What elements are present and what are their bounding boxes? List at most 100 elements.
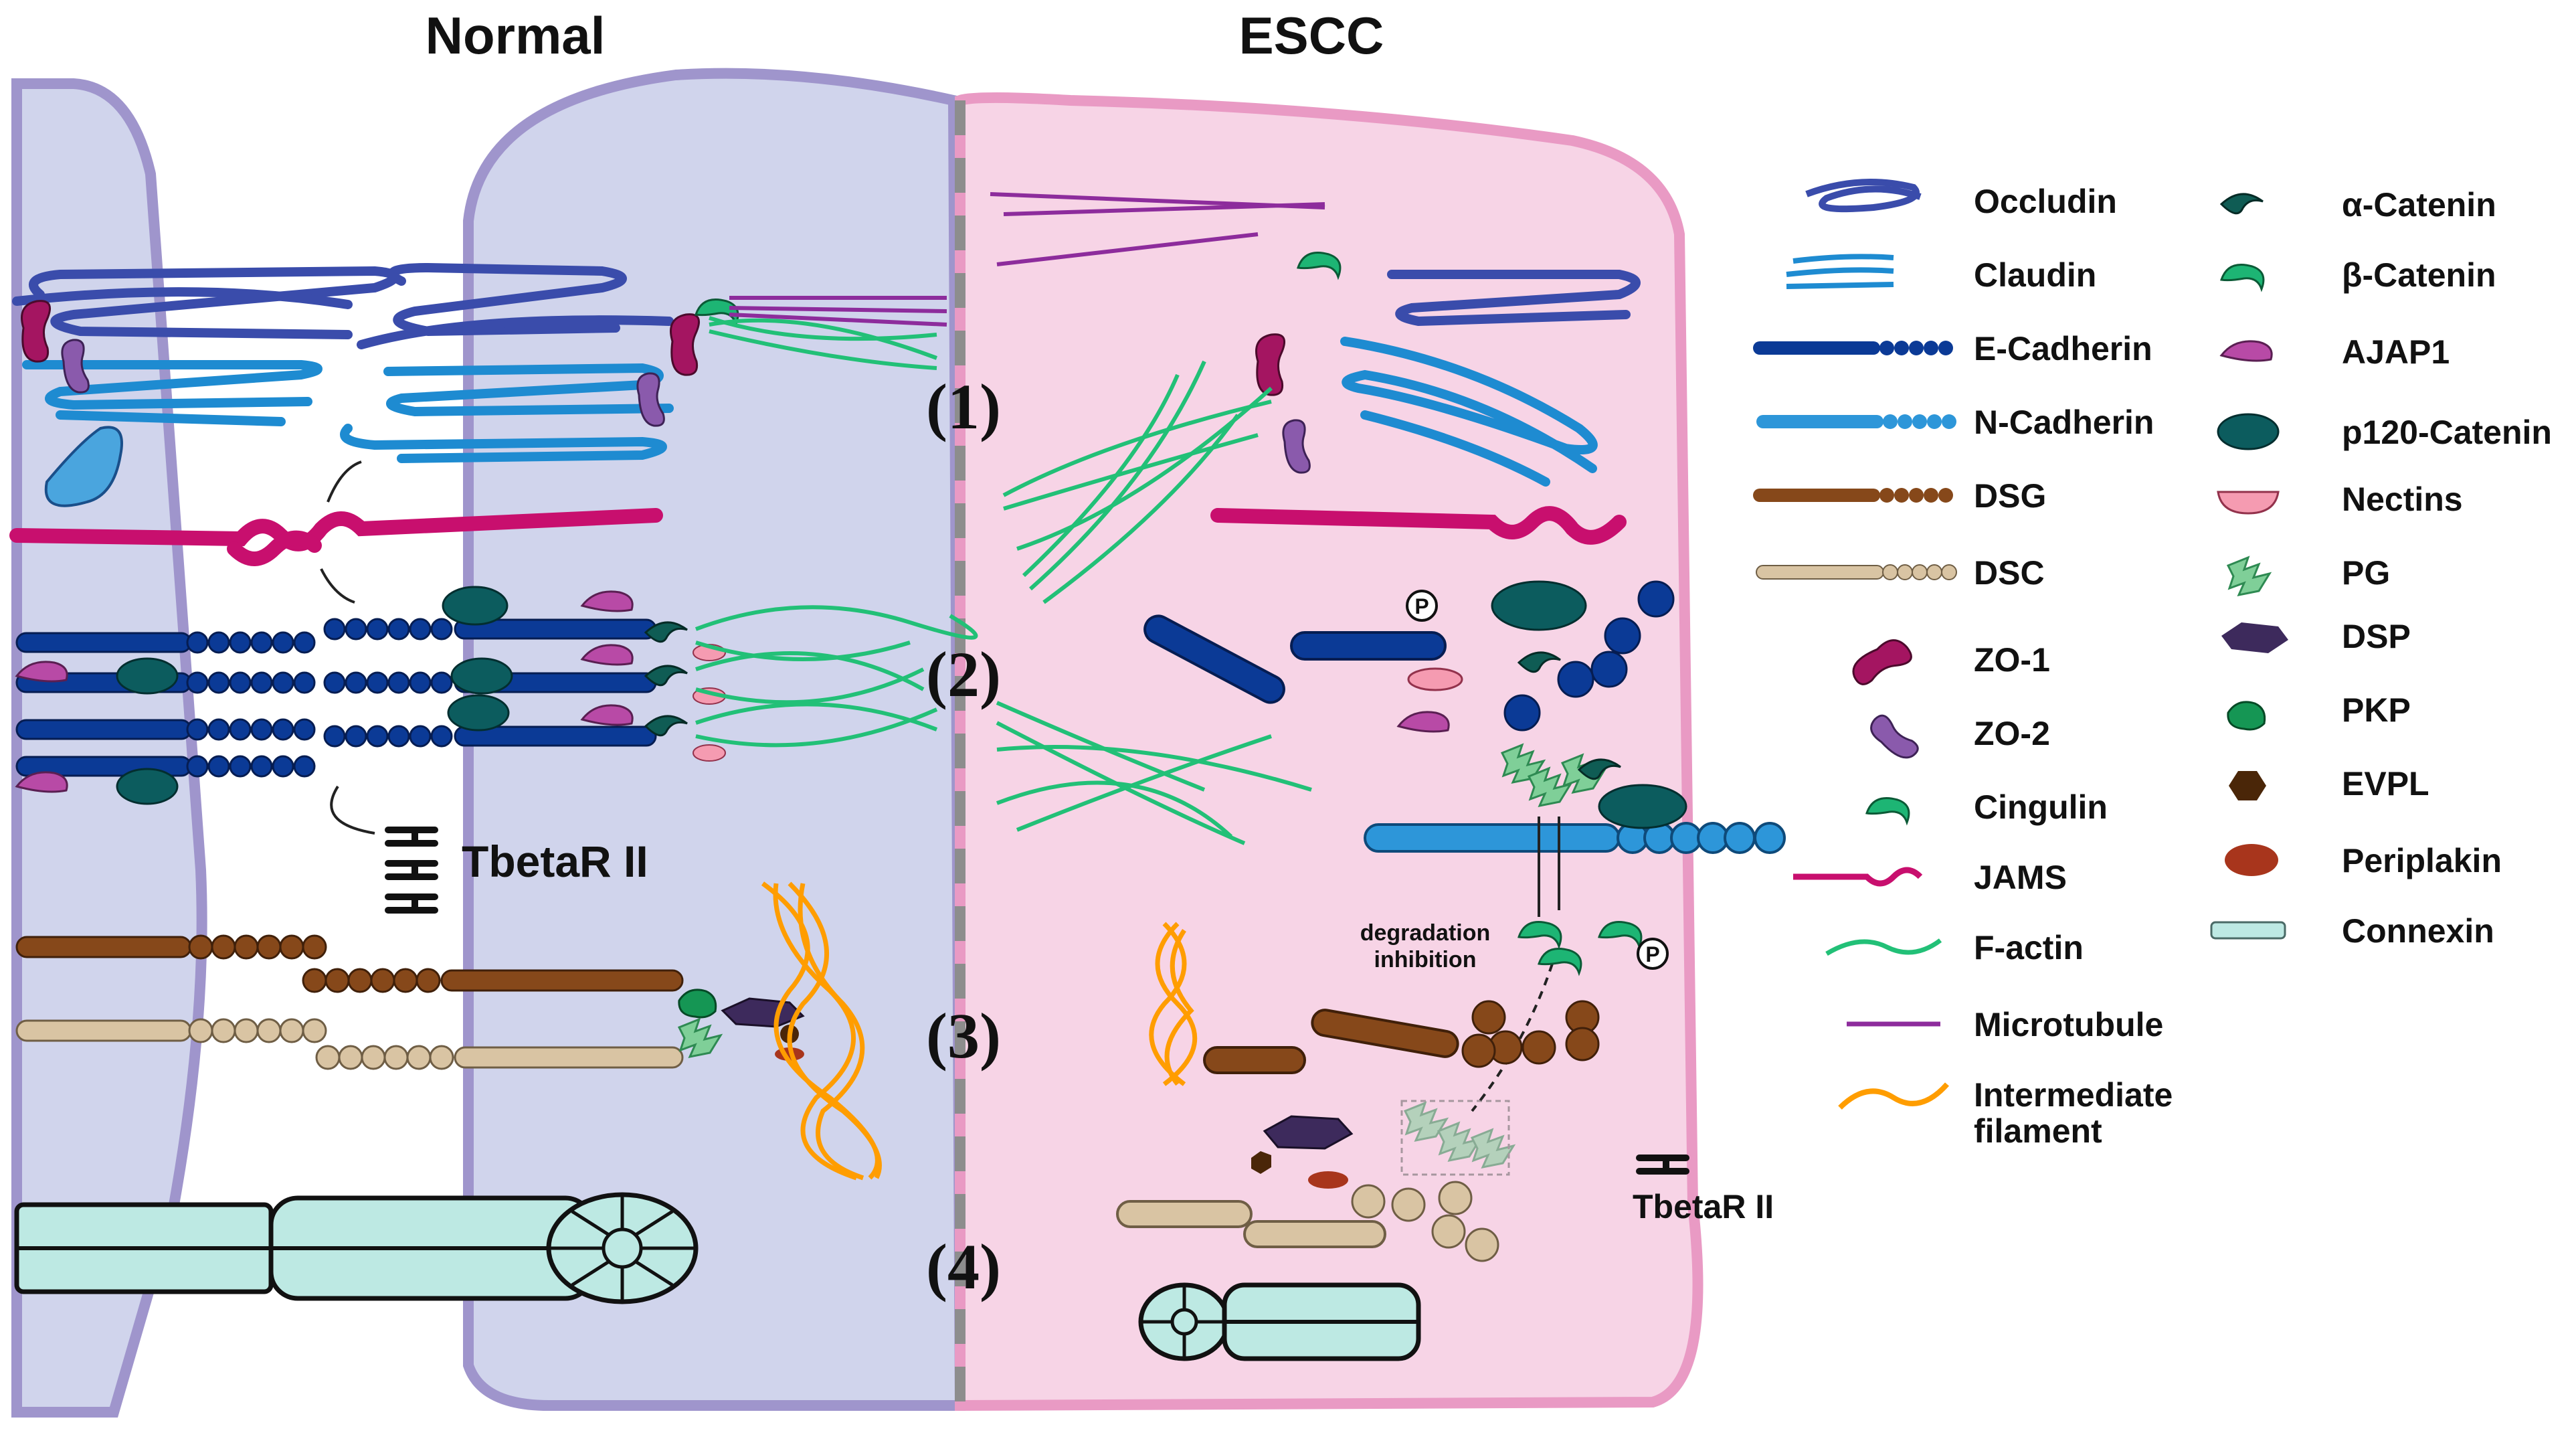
legend-label: ZO-1	[1974, 641, 2050, 679]
periplakin-protein	[1308, 1171, 1348, 1189]
jams-protein	[227, 530, 322, 566]
e-cadherin-bead	[207, 718, 230, 741]
dsc-bead	[211, 1018, 236, 1043]
legend-label: DSP	[2342, 618, 2411, 655]
e-cadherin-bead	[323, 671, 346, 694]
dsg-bead	[279, 934, 304, 960]
e-cadherin-bead	[207, 755, 230, 778]
dsg-bead	[393, 968, 418, 993]
dsc-fragment	[1116, 1200, 1253, 1228]
dsc-bead	[429, 1045, 454, 1070]
dsc-bead	[338, 1045, 363, 1070]
claudin-blob	[44, 426, 123, 507]
normal-adherens-proteins	[15, 586, 978, 805]
dsg-fragment	[1203, 1046, 1306, 1074]
intermediate-filament-bundle	[761, 881, 882, 1181]
occludin-strand	[357, 315, 674, 349]
dsg-bead	[302, 934, 327, 960]
phospho-label: P	[1414, 594, 1429, 618]
claudin-strand	[383, 363, 674, 417]
legend-label: β-Catenin	[2342, 256, 2496, 294]
tbetar2-label-normal: TbetaR II	[462, 837, 648, 886]
tbetar2-receptor-escc	[1636, 1155, 1689, 1175]
occludin-strand	[12, 287, 353, 309]
e-cadherin-bead	[345, 725, 367, 748]
e-cadherin-bead	[430, 671, 453, 694]
e-cadherin-bead	[250, 671, 273, 694]
legend-label: N-Cadherin	[1974, 404, 2154, 441]
e-cadherin-bead	[387, 725, 410, 748]
dsc-beads	[1351, 1181, 1499, 1262]
e-cadherin-bead	[409, 671, 432, 694]
legend-label: Cingulin	[1974, 788, 2108, 826]
pkp-protein	[678, 989, 717, 1019]
e-cadherin-bead	[229, 631, 252, 654]
n-cadherin-protein	[1364, 823, 1621, 853]
claudin-strand	[56, 410, 286, 426]
legend-label: PG	[2342, 554, 2390, 592]
p120-catenin	[116, 768, 179, 805]
dsg-bead	[211, 934, 236, 960]
legend-label: p120-Catenin	[2342, 414, 2552, 451]
dsg-bead	[347, 968, 373, 993]
e-cadherin-bead	[250, 631, 273, 654]
tbetar2-label-escc: TbetaR II	[1633, 1188, 1774, 1225]
f-actin-bundle	[695, 605, 978, 748]
escc-gap-junction	[1138, 1282, 1421, 1361]
legend-label: AJAP1	[2342, 333, 2450, 371]
legend: OccludinClaudinE-CadherinN-CadherinDSGDS…	[1753, 179, 2552, 1150]
phospho-marker	[1406, 590, 1438, 622]
phospho-label: P	[1645, 942, 1659, 966]
normal-tight-junction	[12, 262, 947, 507]
e-cadherin-bead	[323, 725, 346, 748]
dsg-fragment	[1311, 1009, 1459, 1058]
microtubule-bundle	[990, 192, 1325, 266]
dsg-bead	[370, 968, 395, 993]
title-normal: Normal	[426, 6, 606, 65]
e-cadherin-bead	[272, 755, 294, 778]
p120-catenin	[116, 657, 179, 695]
stage-marker-3: (3)	[926, 1000, 1001, 1072]
e-cadherin-fragment	[1143, 614, 1285, 704]
legend-label: Nectins	[2342, 481, 2463, 518]
e-cadherin-bead	[345, 671, 367, 694]
dsg-bead	[416, 968, 441, 993]
claudin-strand	[1360, 410, 1550, 487]
dsg-bead	[302, 968, 327, 993]
f-actin-bundle	[1002, 360, 1273, 604]
e-cadherin-bead	[323, 618, 346, 640]
e-cadherin-protein	[15, 719, 192, 740]
escc-adherens-junction: P	[996, 580, 1786, 1112]
e-cadherin-bead	[229, 755, 252, 778]
dsc-bead	[279, 1018, 304, 1043]
legend-label: E-Cadherin	[1974, 330, 2152, 367]
legend-label: Periplakin	[2342, 842, 2502, 879]
dsg-bead	[256, 934, 282, 960]
p120-catenin	[450, 657, 513, 695]
legend-label: EVPL	[2342, 765, 2429, 802]
dsc-bead	[406, 1045, 432, 1070]
legend-label: α-Catenin	[2342, 186, 2496, 224]
e-cadherin-bead	[293, 755, 316, 778]
e-cadherin-bead	[186, 755, 209, 778]
n-cadherin-beads	[1617, 822, 1786, 854]
e-cadherin-bead	[293, 718, 316, 741]
legend-label: JAMS	[1974, 859, 2067, 896]
dsg-bead	[234, 934, 259, 960]
legend-label: Occludin	[1974, 183, 2117, 220]
intermediate-filament-bundle	[1149, 922, 1198, 1086]
e-cadherin-protein	[454, 725, 657, 747]
e-cadherin-bead	[387, 671, 410, 694]
escc-tight-junction	[990, 192, 1641, 604]
normal-adherens-junction	[15, 618, 657, 778]
dsg-bead	[188, 934, 213, 960]
e-cadherin-bead	[272, 718, 294, 741]
p120-catenin	[1598, 784, 1687, 829]
f-actin-bundle	[996, 701, 1312, 845]
e-cadherin-bead	[430, 618, 453, 640]
dsc-bead	[188, 1018, 213, 1043]
e-cadherin-bead	[229, 718, 252, 741]
dsc-bead	[361, 1045, 386, 1070]
legend-label: Claudin	[1974, 256, 2096, 294]
tbetar2-receptor-normal	[385, 827, 438, 914]
